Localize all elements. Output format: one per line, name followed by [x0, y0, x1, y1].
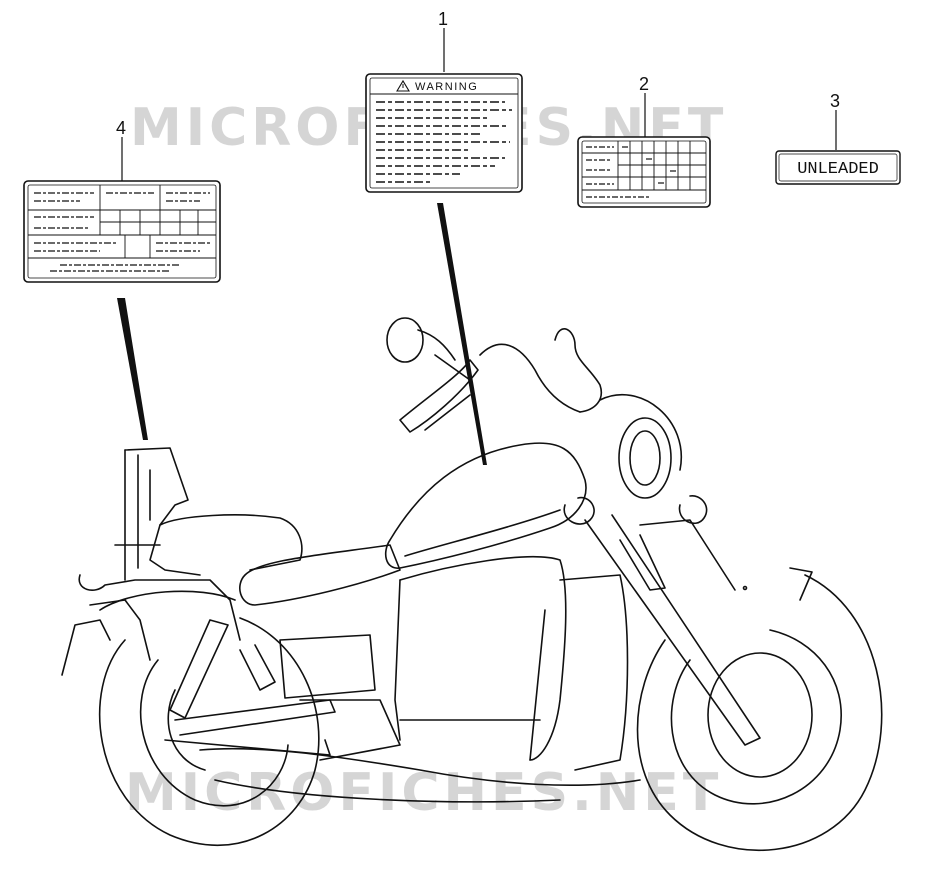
seat: [159, 514, 401, 606]
headlight: [599, 394, 683, 499]
callout-number-4: 4: [116, 118, 126, 138]
rear-wheel: [98, 617, 320, 846]
specification-table-label: [23, 180, 221, 283]
front-fork: [563, 495, 761, 746]
warning-label: WARNING: [365, 73, 523, 193]
callout-number-1: 1: [438, 9, 448, 29]
rear-fender: [61, 544, 241, 676]
leader-label-1: [437, 203, 487, 465]
leader-label-4: [117, 298, 148, 440]
backrest: [124, 447, 201, 581]
fuel-tank: [384, 442, 587, 569]
motorcycle-outline: [61, 317, 883, 852]
unleaded-text: UNLEADED: [797, 160, 879, 179]
warning-body-lines: [376, 101, 512, 183]
rear-shock: [164, 619, 336, 756]
warning-triangle-icon: [396, 79, 410, 92]
unleaded-label: UNLEADED: [775, 150, 901, 185]
warning-title: WARNING: [415, 81, 478, 93]
tire-pressure-table-label: [577, 136, 711, 208]
watermark-bottom: MICROFICHES.NET: [125, 763, 722, 823]
engine-frame: [199, 555, 641, 803]
leader-lines: [117, 28, 837, 465]
callout-number-2: 2: [639, 74, 649, 94]
handlebar: [386, 317, 602, 433]
front-wheel: [636, 567, 883, 852]
callout-number-3: 3: [830, 91, 840, 111]
